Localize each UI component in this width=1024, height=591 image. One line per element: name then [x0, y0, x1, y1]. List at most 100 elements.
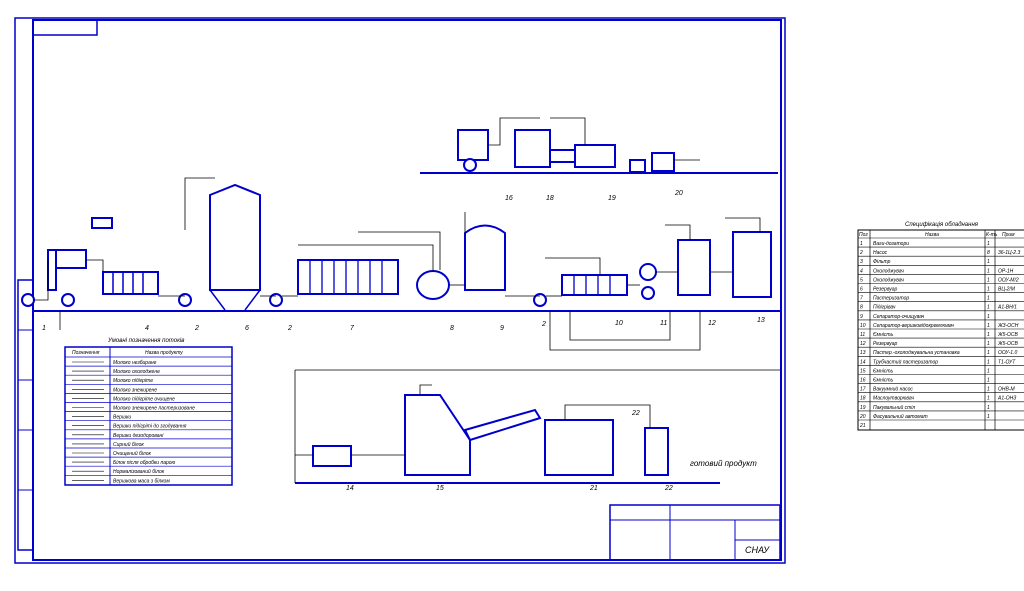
legend-col-name: Назва продукту [145, 350, 183, 356]
equipment-tank-13 [732, 231, 772, 298]
spec-cell-name: Трубчастий пастеризатор [873, 358, 938, 365]
spec-cell-pos: 9 [860, 314, 863, 320]
spec-cell-qty: 1 [987, 396, 990, 402]
pos-label: 12 [708, 320, 716, 327]
equipment-conveyor [463, 408, 542, 442]
legend-row-name: Вершки підігріті до згодування [113, 424, 187, 430]
spec-cell-name: Резервуар [873, 287, 898, 293]
spec-cell-name: Сепаратор-очищувач [873, 314, 925, 320]
spec-col-name: Назва [925, 232, 939, 238]
legend-row-name: Вершки дезодоровані [113, 433, 164, 439]
spec-title: Специфікація обладнання [905, 222, 979, 228]
spec-cell-pos: 17 [860, 387, 866, 393]
spec-cell-qty: 1 [987, 287, 990, 293]
spec-cell-name: Ємність [873, 332, 893, 338]
spec-col-pos: Поз [859, 232, 868, 238]
spec-cell-note: Ж5-ОСВ [997, 332, 1019, 338]
spec-cell-qty: 1 [987, 359, 990, 365]
equipment-pump-1b [61, 293, 75, 307]
spec-cell-name: Фасувальний автомат [873, 413, 928, 420]
pos-label: 14 [346, 485, 354, 492]
spec-cell-pos: 18 [860, 396, 866, 402]
spec-cell-qty: 1 [987, 350, 990, 356]
equipment-pump-2b [269, 293, 283, 307]
spec-cell-name: Насос [873, 250, 888, 256]
spec-cell-name: Резервуар [873, 341, 898, 347]
legend-row-name: Молоко знежирене пастеризоване [113, 406, 195, 412]
sheet-border [14, 17, 786, 564]
spec-cell-pos: 1 [860, 241, 863, 247]
equipment-filter-head [91, 217, 113, 229]
spec-cell-name: Пакувальний стіл [873, 404, 915, 411]
spec-cell-name: Підігрівач [873, 305, 896, 311]
spec-cell-qty: 1 [987, 323, 990, 329]
equipment-tank-12 [677, 239, 711, 296]
pos-label: 6 [245, 325, 249, 332]
spec-cell-pos: 11 [860, 332, 865, 338]
equipment-hopper-15 [404, 394, 471, 476]
legend-row-name: Молоко незбиране [113, 360, 157, 366]
spec-cell-pos: 20 [859, 414, 866, 420]
pos-label: 1 [42, 325, 46, 332]
legend-row-name: Молоко знежирене [113, 387, 157, 393]
spec-cell-qty: 1 [987, 414, 990, 420]
spec-cell-pos: 19 [860, 405, 866, 411]
spec-cell-name: Ваги-дозатори [873, 241, 909, 247]
equipment-filler-22 [644, 427, 669, 476]
spec-cell-pos: 13 [860, 350, 866, 356]
spec-cell-name: Ємність [873, 368, 893, 374]
legend-row-name: Вершки [113, 415, 131, 421]
spec-cell-pos: 12 [860, 341, 866, 347]
spec-cell-name: Охолоджувач [873, 277, 904, 283]
spec-cell-name: Охолоджувач [873, 268, 904, 274]
equipment-pump-2 [178, 293, 192, 307]
spec-cell-qty: 1 [987, 277, 990, 283]
spec-cell-name: Ємність [873, 378, 893, 384]
spec-cell-note: ОНВ-М [998, 387, 1016, 393]
equipment-butter-former-18 [514, 129, 551, 168]
spec-cell-name: Вакуумний насос [873, 386, 913, 393]
pos-label: 18 [546, 195, 554, 202]
spec-cell-qty: 1 [987, 378, 990, 384]
spec-cell-note: А1-ОНЗ [997, 396, 1016, 402]
spec-cell-qty: 1 [987, 405, 990, 411]
legend-col-symbol: Позначення [72, 350, 100, 356]
legend-table [64, 346, 233, 486]
pos-label: 2 [541, 321, 546, 328]
pos-label: 13 [757, 317, 765, 324]
equipment-pump-14 [312, 445, 352, 467]
pos-label: 8 [450, 325, 454, 332]
spec-cell-pos: 16 [860, 378, 866, 384]
spec-cell-pos: 10 [860, 323, 866, 329]
pos-label: 21 [589, 485, 598, 492]
spec-cell-pos: 15 [860, 368, 866, 374]
spec-cell-pos: 4 [860, 268, 863, 274]
equipment-silo-6 [209, 183, 261, 291]
pos-label: 16 [505, 195, 513, 202]
legend-row-name: Молоко охолоджене [113, 369, 160, 375]
pos-label: 10 [615, 320, 623, 327]
spec-cell-note: ООУ-1.0 [998, 350, 1017, 356]
pos-label: 20 [674, 190, 683, 197]
spec-cell-note: ВЦ-2/М [998, 287, 1016, 293]
final-product-label: готовий продукт [690, 459, 757, 468]
equipment-tank-21 [544, 419, 614, 476]
pos-label: 15 [436, 485, 444, 492]
title-block [609, 504, 781, 561]
spec-cell-note: ООУ-М/2 [998, 277, 1019, 283]
spec-cell-pos: 14 [860, 359, 866, 365]
spec-cell-note: 36-1Ц-2.3 [998, 250, 1020, 256]
spec-cell-name: Пастер.-охолоджувальна установка [873, 350, 960, 356]
equipment-cooler-4 [102, 271, 159, 295]
legend-row-name: Вершкова маса з білком [113, 478, 170, 484]
pos-label: 2 [287, 325, 292, 332]
spec-cell-qty: 1 [987, 241, 990, 247]
pos-label: 2 [194, 325, 199, 332]
spec-cell-name: Фільтр [873, 259, 891, 265]
spec-cell-note: Т1-ОУТ [998, 359, 1016, 365]
legend-row-name: Нормалізований білок [113, 468, 165, 475]
legend-row-name: Молоко підігріте [113, 378, 153, 384]
pos-label: 7 [350, 325, 355, 332]
spec-cell-qty: 1 [987, 387, 990, 393]
